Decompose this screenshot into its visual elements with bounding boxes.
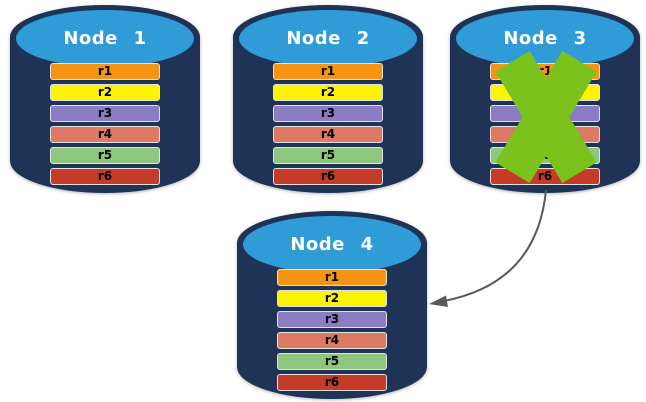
cylinder-top: Node 3 [456,10,634,67]
record-bar-r5: r5 [273,147,383,164]
node-cylinder-4: Node 4 r1 r2 r3 r4 r5 r6 [237,211,427,399]
record-stack: r1 r2 r3 r4 r5 r6 [277,269,387,395]
record-bar-r4: r4 [50,126,160,143]
node-title: Node 3 [503,28,587,49]
record-bar-r1: r1 [50,63,160,80]
node-title: Node 4 [290,234,374,255]
node-cylinder-2: Node 2 r1 r2 r3 r4 r5 r6 [233,5,423,193]
record-bar-r2: r2 [273,84,383,101]
record-bar-r5: r5 [50,147,160,164]
record-bar-r5: r5 [277,353,387,370]
node-title: Node 2 [286,28,370,49]
record-stack: r1 r2 r3 r4 r5 r6 [273,63,383,189]
arrow-curve [443,189,547,302]
arrow-head-icon [429,295,448,307]
record-bar-r2: r2 [277,290,387,307]
record-bar-r6: r6 [277,374,387,391]
record-bar-r6: r6 [273,168,383,185]
record-bar-r1: r1 [277,269,387,286]
record-bar-r1: r1 [273,63,383,80]
cylinder-top: Node 2 [239,10,417,67]
node-title: Node 1 [63,28,147,49]
record-bar-r3: r3 [277,311,387,328]
record-bar-r3: r3 [273,105,383,122]
record-stack: r1 r2 r3 r4 r5 r6 [50,63,160,189]
record-bar-r2: r2 [50,84,160,101]
failure-x-icon [450,5,640,193]
record-bar-r4: r4 [277,332,387,349]
record-bar-r4: r4 [273,126,383,143]
cylinder-top: Node 1 [16,10,194,67]
record-bar-r6: r6 [50,168,160,185]
node-cylinder-1: Node 1 r1 r2 r3 r4 r5 r6 [10,5,200,193]
cylinder-top: Node 4 [243,216,421,273]
record-bar-r3: r3 [50,105,160,122]
node-cylinder-3: Node 3 r1 r2 r3 r4 r5 r6 [450,5,640,193]
